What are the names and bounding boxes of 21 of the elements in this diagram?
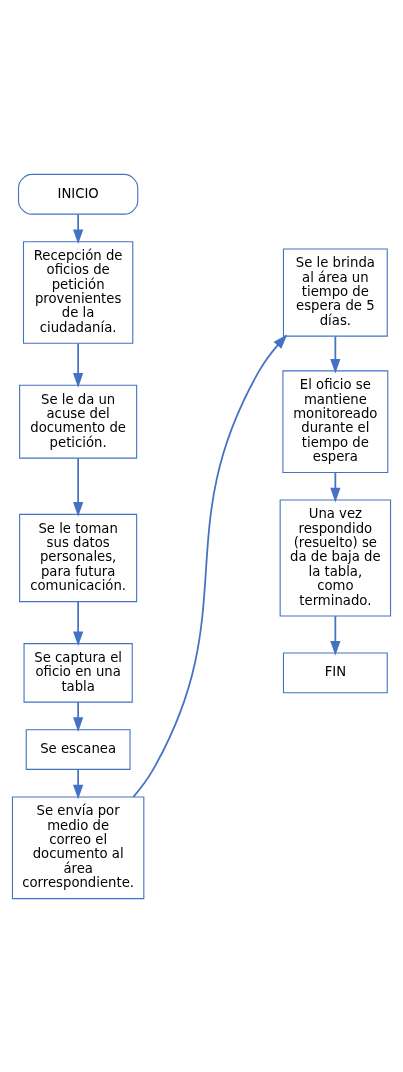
arrow (330, 334, 341, 374)
node-box: Se envía por medio de correo el documento al área correspondiente. (11, 795, 145, 899)
arrow (73, 342, 84, 388)
node-box: Se captura el oficio en una tabla (23, 642, 133, 703)
arrow (73, 600, 84, 646)
arrow (73, 213, 84, 244)
node-box: Se escanea (25, 728, 131, 770)
arrow (73, 700, 84, 732)
arrow (330, 614, 341, 656)
node-box: Se le brinda al área un tiempo de espera de 5 días. (282, 247, 388, 337)
arrow (132, 334, 288, 798)
arrow (330, 471, 341, 502)
node-box: Se le toman sus datos personales, para futura comunicación. (19, 513, 138, 602)
node-box: Una vez respondido (resuelto) se da de baja de la tabla, como terminado. (279, 499, 392, 617)
node-box: El oficio se mantiene monitoreado durante el tiempo de espera (282, 369, 389, 473)
arrow (73, 457, 84, 517)
node-box: INICIO (18, 173, 139, 215)
node-box: Recepción de oficios de petición provenientes de la ciudadanía. (22, 240, 134, 344)
node-box: Se le da un acuse del documento de petición. (19, 384, 138, 459)
node-box: FIN (282, 651, 388, 693)
arrow (73, 768, 84, 799)
